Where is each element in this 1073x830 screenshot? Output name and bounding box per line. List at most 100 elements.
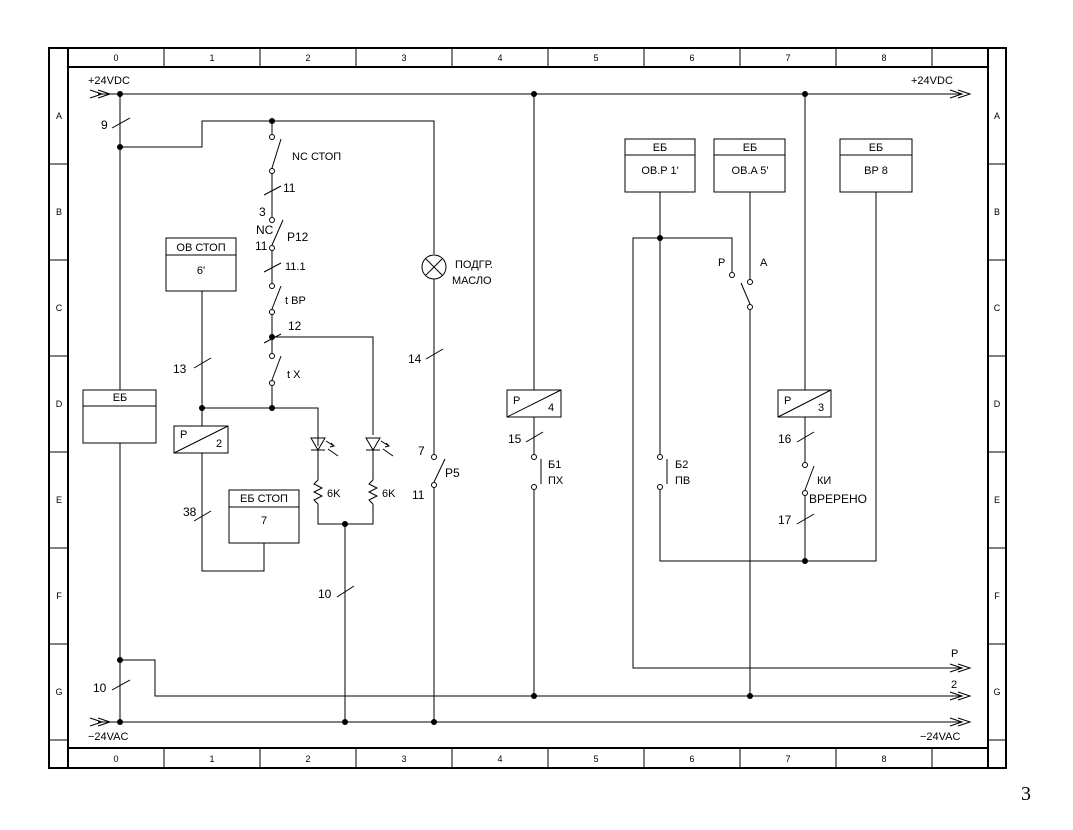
lamp-label-line1: ПОДГР.	[455, 259, 493, 271]
p12-pin-11: 11	[255, 239, 268, 253]
column-label: 6	[689, 754, 694, 764]
wire-label-38: 38	[183, 505, 197, 519]
wiring-10-mid: 10	[318, 524, 355, 725]
bottom-column-labels: 0 1 2 3 4 5 6 7 8	[113, 754, 886, 764]
ob-stop-block: OB СТОП 6'	[165, 237, 237, 292]
relay-p3-number: 3	[818, 402, 824, 414]
eb-stop-block: ЕБ СТОП 7	[228, 489, 300, 544]
switch-label-p: P	[718, 257, 725, 269]
row-label: C	[994, 303, 1001, 313]
column-label: 1	[209, 754, 214, 764]
row-label: A	[994, 111, 1000, 121]
column-label: 2	[305, 754, 310, 764]
contact-p5: 7 11 P5	[412, 444, 460, 725]
row-label: G	[993, 687, 1000, 697]
lamp-label-line2: МАСЛО	[452, 275, 492, 287]
column-label: 0	[113, 53, 118, 63]
row-label: D	[994, 399, 1001, 409]
ob-stop-value: 6'	[197, 265, 205, 277]
column-label: 5	[593, 754, 598, 764]
eb-bp8-block: ЕБ BP 8	[839, 138, 913, 193]
wiring-38: 38	[183, 453, 265, 572]
column-label: 2	[305, 53, 310, 63]
eb-oa5-title: ЕБ	[743, 142, 758, 154]
relay-p2-letter: P	[180, 429, 187, 441]
eb-stop-title: ЕБ СТОП	[240, 493, 288, 505]
p12-label: P12	[287, 230, 309, 244]
p5-pin-11: 11	[412, 488, 425, 502]
page-number: 3	[1021, 783, 1031, 805]
eb-bp8-title: ЕБ	[869, 142, 884, 154]
rail-label-top-right: +24VDC	[911, 75, 953, 87]
output-label-p: P	[951, 648, 958, 660]
drawing-frame: 0 1 2 3 4 5 6 7 8 0 1 2 3 4 5 6 7 8 A B …	[48, 47, 1007, 769]
oil-lamp: ПОДГР. МАСЛО 14	[408, 254, 493, 454]
rail-label-bottom-right: −24VAC	[920, 731, 961, 743]
bottom-ruler-ticks	[163, 748, 933, 768]
row-label: G	[55, 687, 62, 697]
left-bus: 9 10 2	[93, 91, 972, 725]
column-label: 3	[401, 53, 406, 63]
wire-label-11: 11	[283, 181, 296, 195]
eb-stop-value: 7	[261, 515, 267, 527]
relay-p4-branch: P 4 15 Б1 ПХ	[506, 91, 564, 699]
p5-label: P5	[445, 466, 460, 480]
eb-oa5-value: OB.A 5'	[732, 165, 769, 177]
column-label: 8	[881, 53, 886, 63]
t-bp-label: t BP	[285, 295, 306, 307]
eb-bp8-value: BP 8	[864, 165, 888, 177]
rail-label-bottom-left: −24VAC	[88, 731, 129, 743]
right-row-labels: A B C D E F G	[993, 111, 1000, 697]
wire-label-12: 12	[288, 319, 302, 333]
wire-label-14: 14	[408, 352, 422, 366]
ki-label-line1: КИ	[817, 475, 831, 487]
column-label: 8	[881, 754, 886, 764]
column-label: 7	[785, 53, 790, 63]
b2-label-line2: ПВ	[675, 475, 690, 487]
relay-p2: P 2	[173, 425, 229, 454]
right-wiring: P P A Б2 ПВ P 3 16 КИ ВРЕРЕНО	[632, 91, 972, 699]
column-label: 5	[593, 53, 598, 63]
wire-label-13: 13	[173, 362, 187, 376]
b1-label-line2: ПХ	[548, 475, 564, 487]
eb-oa5-block: ЕБ OB.A 5'	[713, 138, 786, 193]
wiring-13: 13	[173, 291, 319, 438]
p5-pin-7: 7	[418, 444, 425, 458]
relay-p2-number: 2	[216, 438, 222, 450]
row-label: B	[994, 207, 1000, 217]
resistor-1-label: 6K	[327, 488, 341, 500]
top-column-labels: 0 1 2 3 4 5 6 7 8	[113, 53, 886, 63]
row-label: A	[56, 111, 62, 121]
wire-label-16: 16	[778, 432, 792, 446]
wire-label-9: 9	[101, 118, 108, 132]
bottom-power-rail: −24VAC −24VAC	[88, 717, 972, 743]
p12-nc-label: NC	[256, 223, 274, 237]
eb-left-title: ЕБ	[113, 392, 128, 404]
column-label: 6	[689, 53, 694, 63]
wire-label-15: 15	[508, 432, 522, 446]
resistor-2-label: 6K	[382, 488, 396, 500]
row-label: B	[56, 207, 62, 217]
column-label: 3	[401, 754, 406, 764]
row-label: F	[994, 591, 1000, 601]
column-label: 7	[785, 754, 790, 764]
stop-chain: NC СТОП 11 3 NC 11 P12 11.1 t BP 12 t X	[120, 118, 435, 435]
top-ruler-ticks	[163, 48, 933, 67]
rail-label-top-left: +24VDC	[88, 75, 130, 87]
column-label: 1	[209, 53, 214, 63]
b1-label-line1: Б1	[548, 459, 561, 471]
eb-op1-block: ЕБ OB.P 1'	[624, 138, 696, 193]
nc-stop-label: NC СТОП	[292, 151, 341, 163]
p12-pin-3: 3	[259, 205, 266, 219]
top-power-rail: +24VDC +24VDC	[88, 75, 972, 99]
switch-label-a: A	[760, 257, 768, 269]
eb-op1-value: OB.P 1'	[641, 165, 678, 177]
eb-op1-title: ЕБ	[653, 142, 668, 154]
wire-label-10-left: 10	[93, 681, 107, 695]
ob-stop-title: OB СТОП	[176, 242, 225, 254]
relay-p4-letter: P	[513, 395, 520, 407]
output-label-2: 2	[951, 679, 957, 691]
wire-label-11-1: 11.1	[285, 261, 306, 273]
column-label: 4	[497, 53, 502, 63]
